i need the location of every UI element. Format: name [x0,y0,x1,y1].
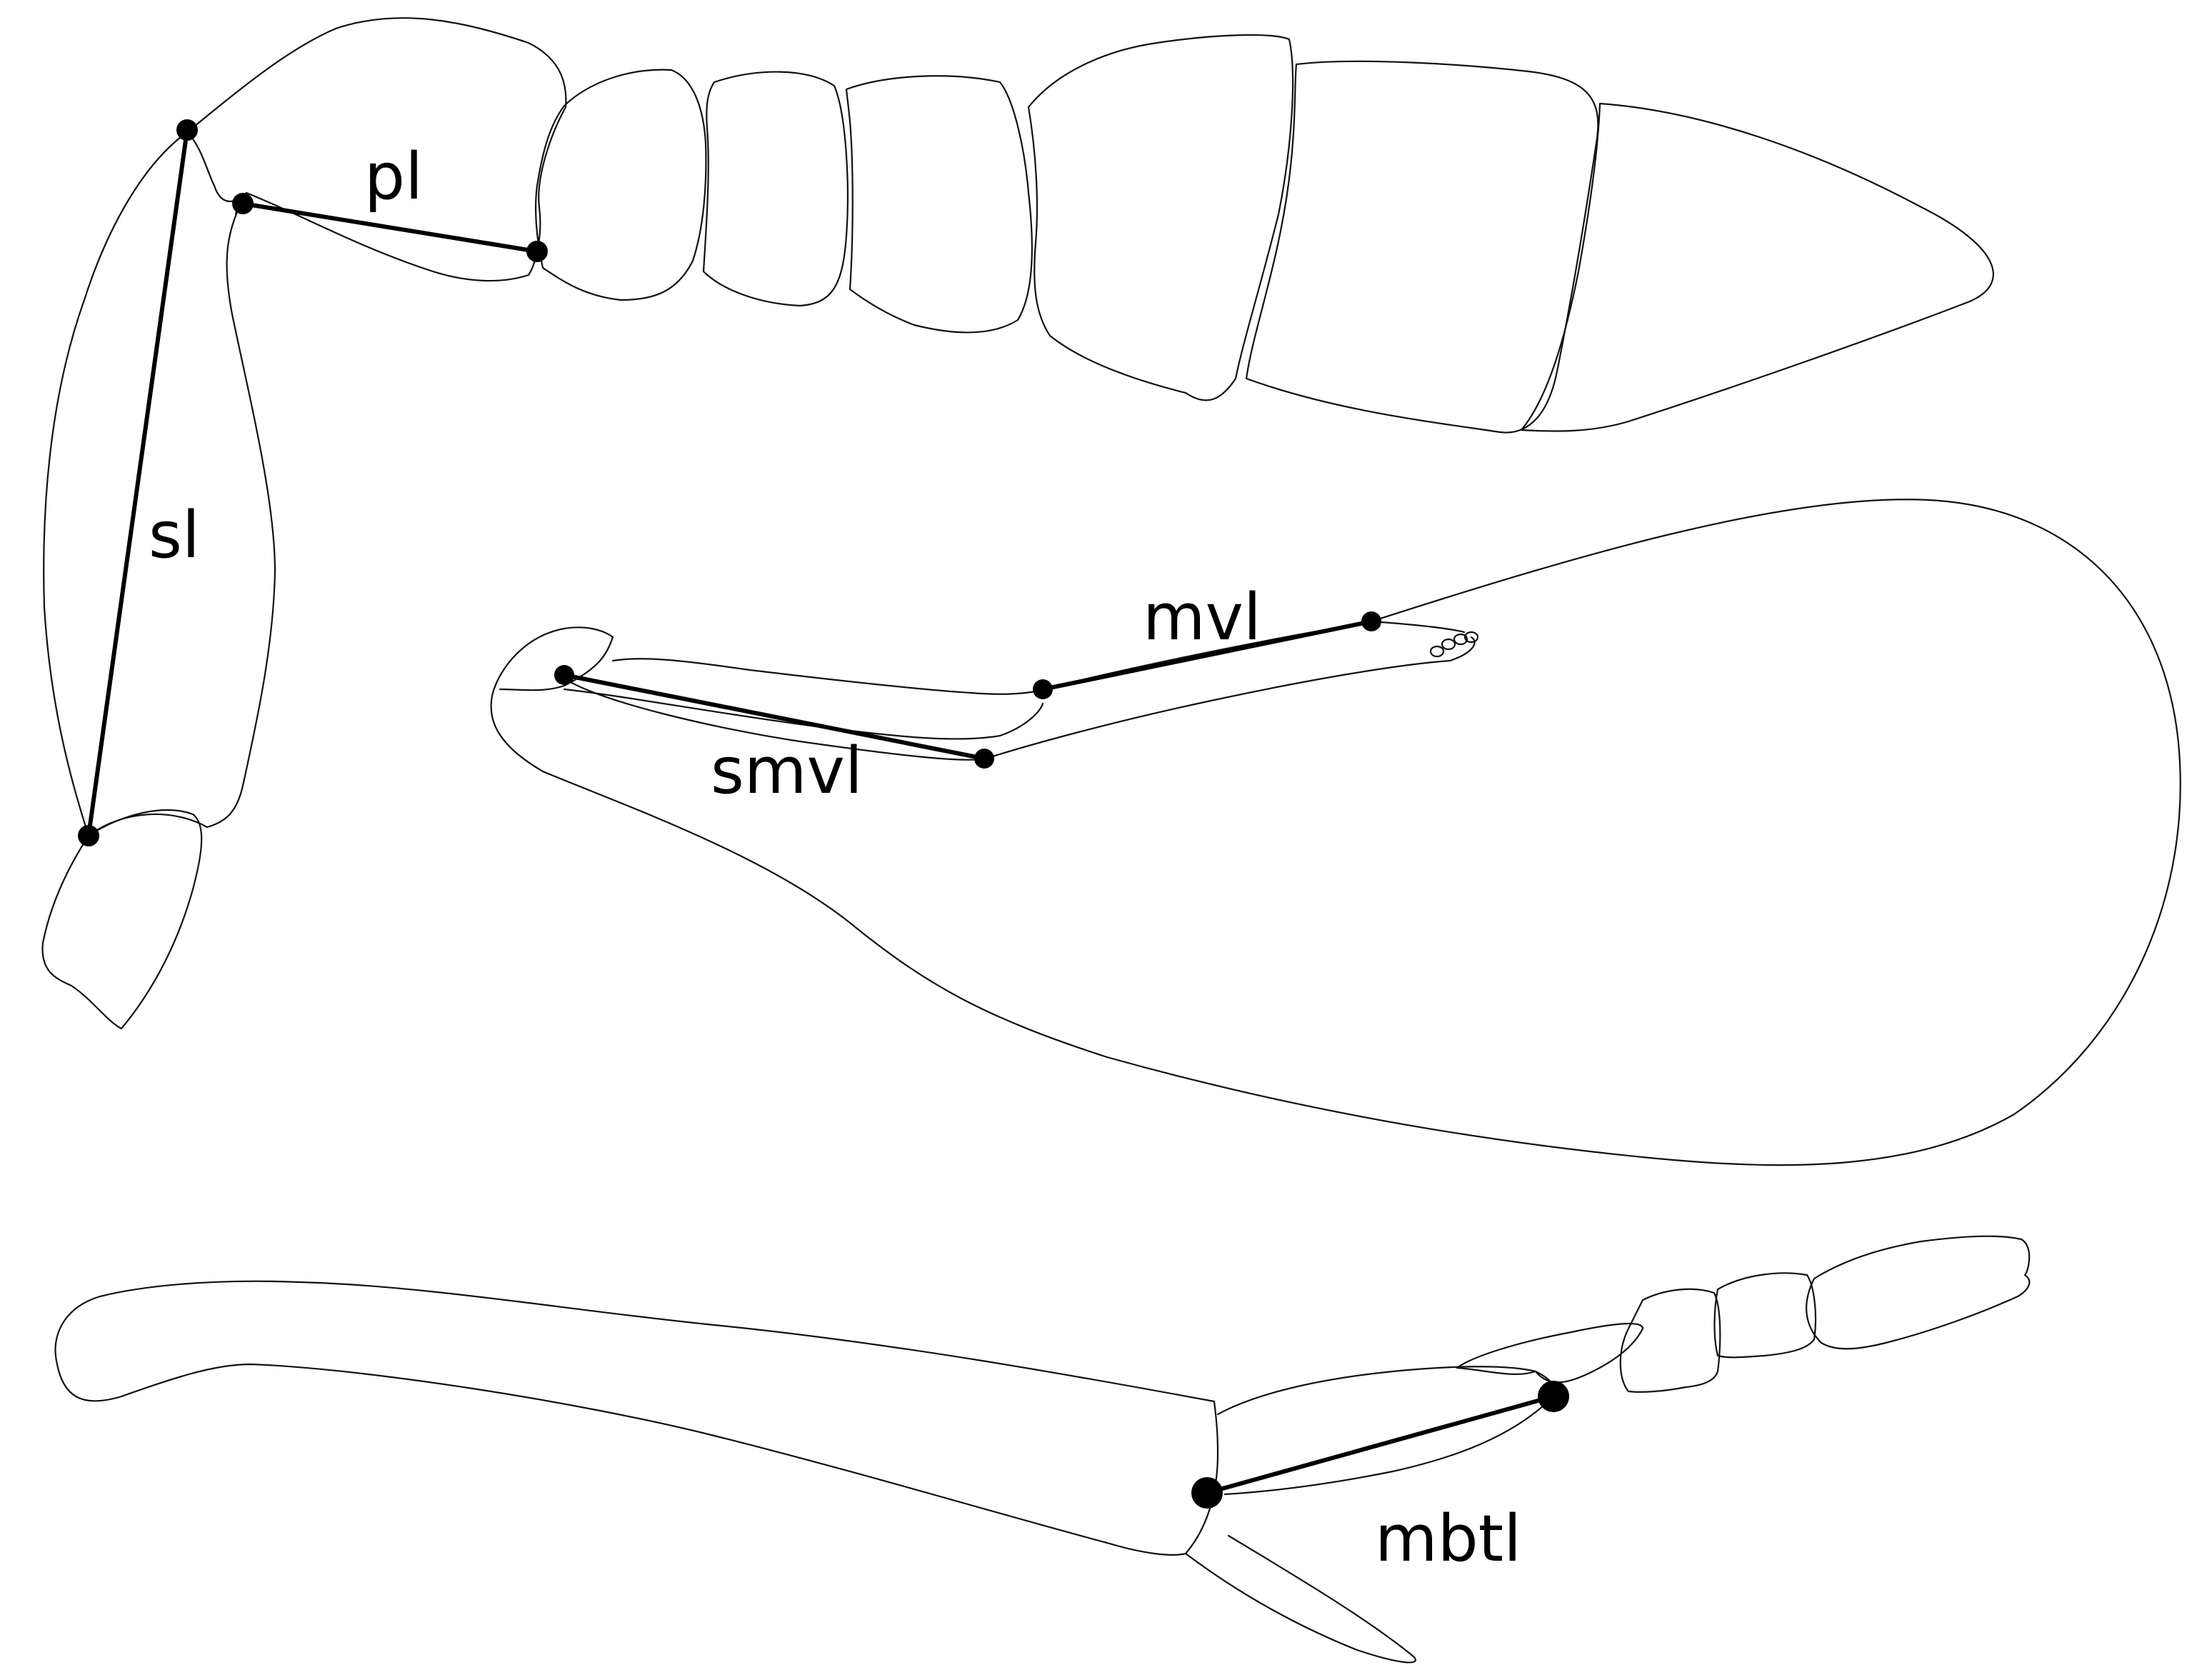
antenna-scape [43,131,276,837]
antenna-clava-apex [1520,102,1994,432]
sl-start-point [176,119,198,141]
antenna-pedicel [186,17,567,282]
sl-end-point [78,825,99,846]
pl-start-point [232,193,254,214]
middle-leg-panel: mbtl [54,1235,2031,1664]
leg-tarsomere-3 [1713,1272,1817,1359]
antenna-clava-2 [1245,60,1599,434]
stigmal-sensilla [1429,631,1479,658]
antenna-panel: pl sl [41,17,1994,1030]
sensillum-1 [1429,645,1445,658]
mbtl-measure-line [1205,1394,1556,1495]
forewing-outline [490,499,2181,1166]
mbtl-end-point [1538,1381,1569,1412]
smvl-start-point [554,665,574,685]
pl-label: pl [364,139,423,214]
forewing-stigma-loop [499,636,614,691]
leg-tibial-spur [1184,1534,1416,1664]
mbtl-label: mbtl [1375,1501,1521,1576]
sensillum-2 [1441,638,1456,651]
leg-tibia [54,1280,1219,1556]
submarginal-vein-upper [611,658,1044,695]
antenna-funicle-3 [845,75,1033,334]
leg-tarsomere-2 [1619,1288,1721,1393]
sensillum-4 [1463,631,1479,644]
leg-distitarsus [1806,1235,2031,1350]
sl-measure-line [86,128,189,838]
antenna-funicle-1 [535,69,707,301]
mbtl-start-point [1191,1477,1223,1509]
antenna-funicle-2 [702,71,849,307]
marginal-vein-lower [984,636,1476,760]
mvl-start-point [1033,679,1053,699]
smvl-label: smvl [711,734,863,809]
pl-end-point [526,241,548,262]
submarginal-vein-lower [563,688,1044,740]
smvl-measure-line [562,673,986,761]
sl-label: sl [149,498,200,573]
pl-measure-line [241,201,539,254]
submarginal-vein-base [561,676,987,761]
antenna-radicle [41,809,203,1030]
mvl-measure-line [1041,619,1373,691]
sensillum-3 [1453,633,1468,646]
smvl-end-point [974,749,994,769]
mvl-label: mvl [1143,580,1261,655]
leg-basitarsus-inner [1456,1322,1644,1384]
forewing-panel: mvl smvl [490,499,2181,1166]
antenna-clava-1 [1027,34,1294,401]
mvl-end-point [1361,611,1381,631]
